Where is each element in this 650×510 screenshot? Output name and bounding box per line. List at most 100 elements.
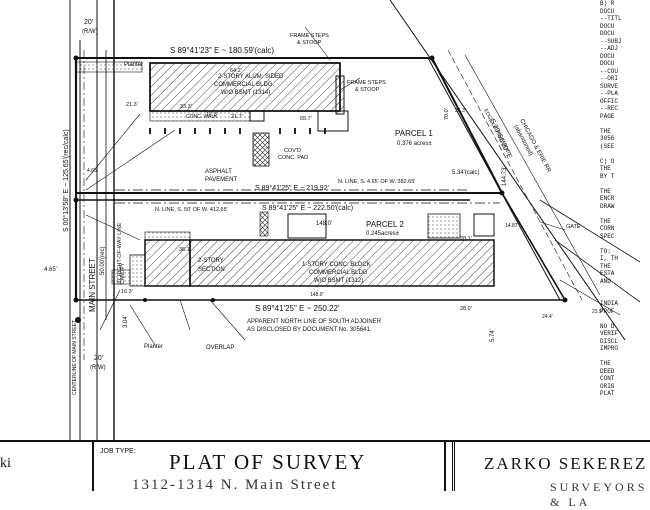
stoop-3 xyxy=(317,110,349,132)
survey-note-line: SPEC xyxy=(600,232,615,240)
survey-note-line: C) O xyxy=(600,157,615,165)
bldg1-line1: 2-STORY ALUM. SIDED xyxy=(218,74,284,80)
row-50-label: 50.00'(rec) xyxy=(100,247,106,276)
n-line-2: N. LINE, S. 50' OF W. 412.65' xyxy=(155,207,228,213)
stoop-1 xyxy=(249,110,265,122)
client-fragment: ki xyxy=(0,456,11,471)
parking-stripes xyxy=(149,128,326,134)
dim-244: 24.4' xyxy=(542,314,553,320)
parcel-1-area: 0.376 acres± xyxy=(397,141,432,147)
firm-name: ZARKO SEKEREZ xyxy=(484,454,648,473)
railroad-lines xyxy=(389,0,641,341)
dim-1487: 14.87' xyxy=(505,223,519,229)
survey-note-line: OFFIC xyxy=(600,97,619,105)
leader-lines xyxy=(85,26,566,346)
bldg2-line1: 1-STORY CONC. BLOCK xyxy=(302,262,371,268)
stoop-4 xyxy=(259,211,269,237)
frame-steps-2: FRAME STEPS xyxy=(347,80,386,86)
conc-walk-2 xyxy=(144,231,191,241)
parcel-1-label: PARCEL 1 xyxy=(395,129,433,138)
dim-465-left: 4.65' xyxy=(44,267,57,273)
survey-note-line: TO: xyxy=(600,247,611,255)
conc-pad-2 xyxy=(427,213,461,239)
job-type-label: JOB TYPE: xyxy=(100,448,136,455)
dim-1480b: 148.0' xyxy=(310,292,324,298)
address-fragment: 1312-1314 N. Main Street xyxy=(132,477,338,493)
firm-sub: SURVEYORS & LA xyxy=(550,480,648,509)
survey-note-line: I, TH xyxy=(600,255,619,262)
plat-drawing: S 89°41'23" E ~ 180.59'(calc) S 89°41'25… xyxy=(44,0,641,440)
survey-note-line: --SUBJ xyxy=(600,37,622,45)
survey-note-line: ORIG xyxy=(600,382,615,390)
survey-note-line: 3056 xyxy=(600,135,615,142)
conc-walk-label: CONC. WALK xyxy=(186,114,218,120)
survey-note-line: INDIA xyxy=(600,300,619,307)
bldg2-line2: COMMERCIAL BLDG xyxy=(309,270,368,276)
survey-note-line: PAGE xyxy=(600,112,615,120)
dim-465-mid: 4.65' xyxy=(87,168,98,174)
row-20-bot: 20' xyxy=(94,355,103,362)
conc-pad-label: CONC. PAD xyxy=(278,155,308,161)
planter-bottom: Planter xyxy=(144,344,163,350)
dim-361: 36.1' xyxy=(179,247,191,253)
survey-note-line: DEED xyxy=(600,367,615,375)
parcel-2-boundary xyxy=(74,58,566,301)
pavement-label: PAVEMENT xyxy=(205,177,237,183)
stoop-2 xyxy=(335,75,345,115)
survey-note-line: NO D xyxy=(600,322,615,330)
dim-263: 26.3' xyxy=(455,108,466,114)
survey-note-line: DOCU xyxy=(600,52,615,60)
dim-700: 70.0' xyxy=(444,108,450,120)
dim-574: 5.74' xyxy=(490,329,496,342)
planter-box-top xyxy=(75,61,143,73)
survey-note-line: DOCU xyxy=(600,30,615,37)
dim-217: 21.7' xyxy=(231,114,243,120)
survey-note-line: DISCL xyxy=(600,337,619,345)
row-rw-top: (R/W) xyxy=(82,29,98,35)
survey-note-line: B) R xyxy=(600,0,615,7)
parcel-2-area: 0.245acres± xyxy=(366,231,400,237)
survey-note-line xyxy=(600,285,650,293)
main-street-label: MAIN STREET xyxy=(88,258,97,312)
planter-box-bottom xyxy=(111,269,131,285)
covd-conc-pad xyxy=(252,132,270,167)
dim-213: 21.3' xyxy=(126,102,138,108)
survey-note-line: THE xyxy=(600,187,611,195)
survey-note-line xyxy=(600,240,650,248)
parcel-2-label: PARCEL 2 xyxy=(366,220,404,229)
overlap-label: OVERLAP xyxy=(206,345,234,351)
survey-note-line: --ADJ xyxy=(600,45,619,52)
covd-label: COV'D xyxy=(284,148,301,154)
survey-note-line: SURVE xyxy=(600,82,619,90)
survey-note-line: AND xyxy=(600,277,611,285)
survey-note-line: ENCR xyxy=(600,195,615,202)
survey-note-line xyxy=(600,210,650,218)
survey-note-line: --REC xyxy=(600,105,619,112)
bearing-left: S 00°13'58" E ~ 125.65'(rec/calc) xyxy=(62,129,70,232)
survey-note-line xyxy=(600,150,650,158)
survey-note-line xyxy=(600,293,650,301)
edge-pavement-label: EDGE OF PAVEMENT xyxy=(482,108,511,156)
bearing-mid: S 89°41'25" E ~ 219.92' xyxy=(255,184,329,192)
planter-top: Planter xyxy=(124,62,143,68)
two-story-label: 2-STORY xyxy=(198,258,224,264)
dim-333: 33.3' xyxy=(180,104,192,110)
building-1312 xyxy=(129,239,495,287)
plat-title: PLAT OF SURVEY xyxy=(169,450,367,474)
dim-642: 64.2' xyxy=(230,68,242,74)
survey-note-line: PLAT xyxy=(600,390,615,397)
dim-148: 148.0' xyxy=(316,221,332,227)
survey-note-line: --ORI xyxy=(600,75,619,82)
row-rw-bot: (R/W) xyxy=(90,365,106,371)
survey-note-line: BY T xyxy=(600,172,615,180)
client-cell: ki xyxy=(0,442,94,491)
bearing-mid2: S 89°41'25" E ~ 222.50'(calc) xyxy=(262,204,353,212)
survey-note-line: --PLA xyxy=(600,90,619,97)
dim-534: 5.34'(calc) xyxy=(452,170,480,176)
title-block: ki JOB TYPE: PLAT OF SURVEY 1312-1314 N.… xyxy=(0,440,650,509)
survey-note-line: THE xyxy=(600,165,611,172)
survey-note-line xyxy=(600,315,650,323)
dim-173: 17.3' xyxy=(206,112,218,118)
survey-note-line: THE xyxy=(600,217,611,225)
dim-163: 16.3' xyxy=(121,289,133,295)
